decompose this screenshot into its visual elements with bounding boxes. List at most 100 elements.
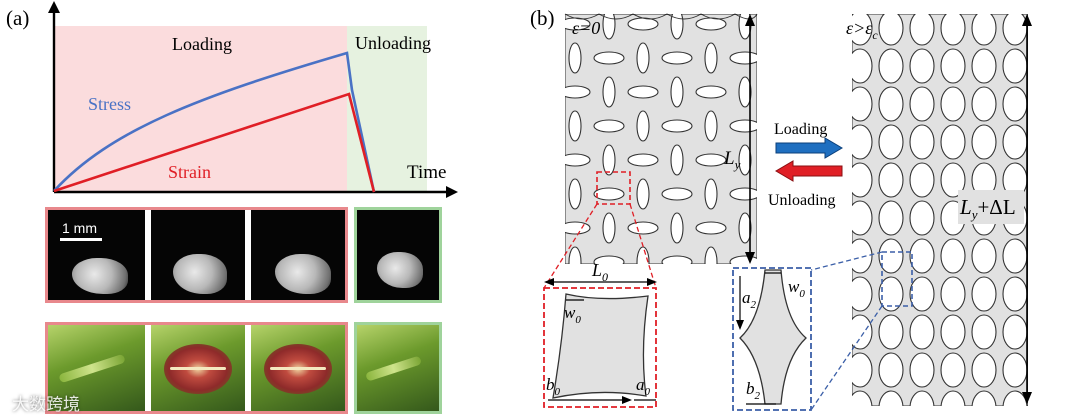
stress-strain-plot: Loading Unloading Stress Strain Time xyxy=(48,1,458,198)
lattice-hole xyxy=(704,110,718,142)
lattice-hole xyxy=(661,119,693,133)
lattice-hole xyxy=(909,200,935,236)
b2-label: b2 xyxy=(746,379,761,402)
lattice-hole xyxy=(940,162,966,198)
lattice-hole xyxy=(878,14,904,46)
lattice-hole xyxy=(878,238,904,274)
lattice-hole xyxy=(568,42,582,74)
lattice-hole xyxy=(535,9,547,39)
lattice-hole xyxy=(971,276,997,312)
lattice-hole xyxy=(627,153,659,167)
flytrap-photo-1 xyxy=(48,325,145,411)
lattice-hole xyxy=(848,0,872,7)
stress-curve xyxy=(53,51,376,193)
lattice-hole xyxy=(602,144,616,176)
lattice-hole xyxy=(526,52,556,64)
lattice-hole xyxy=(593,119,625,133)
lattice-hole xyxy=(940,124,966,160)
lattice-hole xyxy=(971,314,997,350)
lattice-hole xyxy=(940,314,966,350)
micrograph-unloading xyxy=(354,207,442,303)
specimen-blob xyxy=(275,254,331,294)
lattice-hole xyxy=(704,246,718,264)
specimen-blob xyxy=(173,254,227,294)
w0-label-left: w0 xyxy=(564,303,581,326)
ly-label: Ly xyxy=(723,148,741,172)
lattice-hole xyxy=(695,17,727,31)
lattice-hole xyxy=(535,77,547,107)
lattice-hole xyxy=(852,200,873,236)
lattice-hole xyxy=(1002,238,1028,274)
lattice-hole xyxy=(940,238,966,274)
lattice-hole xyxy=(704,178,718,210)
lattice-hole xyxy=(1002,86,1028,122)
lattice-hole xyxy=(878,314,904,350)
watermark: 大数跨境 xyxy=(12,395,80,415)
lattice-hole xyxy=(568,110,582,142)
lattice-hole xyxy=(878,276,904,312)
lattice-hole xyxy=(940,48,966,84)
lattice-hole xyxy=(695,153,727,167)
lattice-hole xyxy=(636,246,650,264)
lattice-hole xyxy=(852,314,873,350)
lattice-hole xyxy=(565,153,591,167)
lattice-hole xyxy=(670,14,684,40)
lattice-hole xyxy=(878,86,904,122)
lattice-hole xyxy=(852,276,873,312)
flytrap-unloading-photo xyxy=(354,322,442,414)
loading-region xyxy=(54,26,347,192)
lattice-hole xyxy=(764,86,794,98)
micrograph-2 xyxy=(151,210,245,300)
lattice-hole xyxy=(738,76,752,108)
flytrap-row xyxy=(45,322,442,414)
lattice-hole xyxy=(593,187,625,201)
lattice-hole xyxy=(878,200,904,236)
lattice-hole xyxy=(1002,14,1028,46)
lattice-hole xyxy=(1002,352,1028,388)
lattice-hole xyxy=(661,187,693,201)
lattice-hole xyxy=(878,390,904,406)
lattice-hole xyxy=(695,85,727,99)
lattice-hole xyxy=(909,390,935,406)
lattice-hole xyxy=(971,124,997,160)
lattice-hole xyxy=(671,281,683,311)
unloading-region xyxy=(347,26,427,192)
lattice-hole xyxy=(526,256,556,268)
lattice-hole xyxy=(909,124,935,160)
lattice-hole xyxy=(909,48,935,84)
lattice-hole xyxy=(670,212,684,244)
b0-label: b0 xyxy=(546,375,561,398)
lattice-hole xyxy=(602,76,616,108)
undeformed-lattice xyxy=(526,9,794,311)
lattice-hole xyxy=(764,222,794,234)
micrograph-loading-group: 1 mm xyxy=(45,207,348,303)
lattice-hole xyxy=(909,14,935,46)
lattice-hole xyxy=(852,48,873,84)
lattice-hole xyxy=(909,276,935,312)
scale-bar xyxy=(60,238,102,241)
lattice-hole xyxy=(1002,314,1028,350)
lattice-hole xyxy=(971,390,997,406)
lattice-hole xyxy=(535,145,547,175)
lattice-hole xyxy=(941,0,965,7)
lattice-hole xyxy=(852,14,873,46)
panel-b-letter: (b) xyxy=(530,6,555,30)
lattice-hole xyxy=(729,119,757,133)
micrograph-3 xyxy=(251,210,345,300)
lattice-hole xyxy=(568,178,582,210)
flytrap-photo-2 xyxy=(151,325,245,411)
lattice-hole xyxy=(1003,0,1027,7)
lattice-hole xyxy=(972,0,996,7)
strain-label: Strain xyxy=(168,162,211,182)
y-axis-arrowhead xyxy=(48,1,60,13)
lattice-hole xyxy=(1002,48,1028,84)
lattice-hole xyxy=(729,187,757,201)
w0-label-right: w0 xyxy=(788,277,805,300)
lattice-hole xyxy=(940,352,966,388)
red-zoom-box xyxy=(596,171,631,205)
lattice-hole xyxy=(593,255,625,264)
flytrap-loading-group xyxy=(45,322,348,414)
lattice-hole xyxy=(940,390,966,406)
lattice-hole xyxy=(852,124,873,160)
